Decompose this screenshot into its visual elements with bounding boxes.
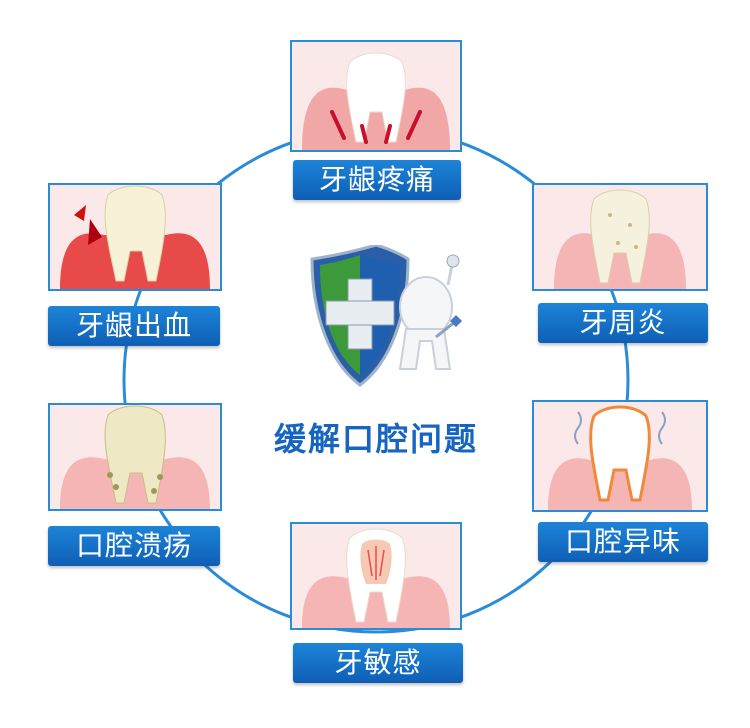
card-periodontitis xyxy=(532,183,708,291)
card-sensitivity xyxy=(290,522,462,630)
label-oral-ulcer: 口腔溃疡 xyxy=(48,526,220,566)
cross-icon xyxy=(325,278,395,350)
tooth-mascot-icon xyxy=(310,245,462,387)
label-periodontitis: 牙周炎 xyxy=(538,303,708,343)
label-bad-breath: 口腔异味 xyxy=(538,522,708,562)
gum-bleeding-illustration xyxy=(50,185,220,289)
card-gum-pain xyxy=(290,40,462,152)
periodontitis-illustration xyxy=(534,185,706,289)
card-gum-bleeding xyxy=(48,183,222,291)
label-sensitivity: 牙敏感 xyxy=(293,643,463,683)
label-gum-bleeding: 牙龈出血 xyxy=(48,306,220,346)
oral-ulcer-illustration xyxy=(50,405,220,509)
card-bad-breath xyxy=(532,400,708,512)
card-oral-ulcer xyxy=(48,403,222,511)
bad-breath-illustration xyxy=(534,402,706,510)
label-gum-pain: 牙龈疼痛 xyxy=(293,160,461,200)
gum-pain-illustration xyxy=(292,42,460,150)
sensitivity-illustration xyxy=(292,524,460,628)
center-title: 缓解口腔问题 xyxy=(273,420,478,458)
